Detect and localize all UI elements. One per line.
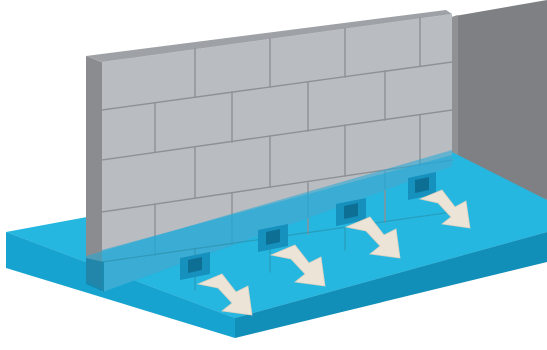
flow-arrow-2 xyxy=(269,244,326,287)
weep-opening-3 xyxy=(336,198,366,226)
wall-main-face xyxy=(102,14,452,292)
wall-end-face xyxy=(86,56,104,290)
flow-arrow-3 xyxy=(344,216,401,259)
flow-arrows xyxy=(196,189,471,316)
weep-opening-1 xyxy=(180,252,210,280)
weep-opening-4 xyxy=(408,172,436,200)
back-wall xyxy=(455,0,547,200)
water-slab-front xyxy=(235,232,547,338)
flow-arrow-1 xyxy=(196,273,253,316)
flow-arrow-4 xyxy=(418,189,471,229)
weep-opening-2 xyxy=(258,224,288,252)
water-overlay-wall-end xyxy=(86,258,104,292)
weep-openings xyxy=(180,172,436,280)
wall-top xyxy=(86,10,452,62)
